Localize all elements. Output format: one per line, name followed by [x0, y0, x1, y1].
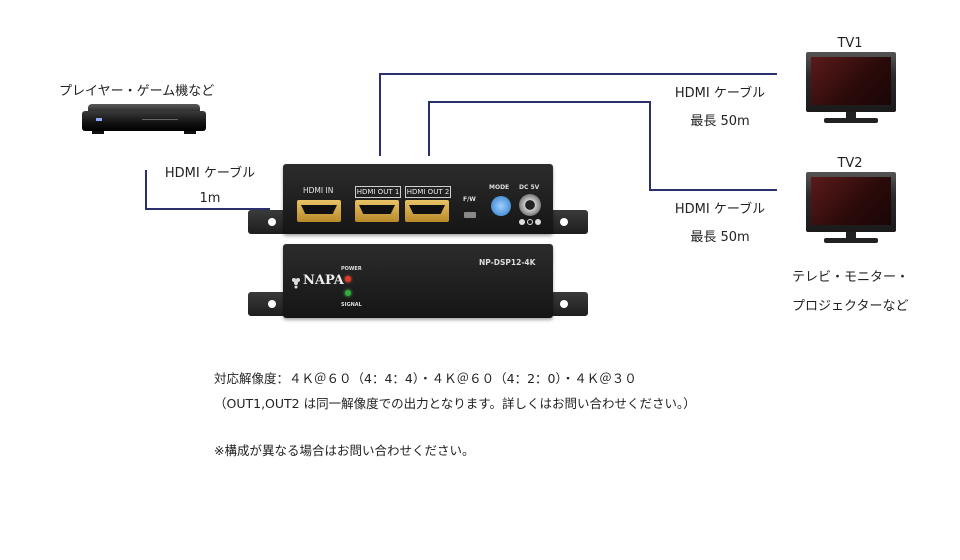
tv2-caption-line1: テレビ・モニター・: [792, 270, 910, 285]
player-foot-right: [184, 131, 196, 134]
flange-left-hole: [268, 218, 276, 226]
tv2-screen: [811, 177, 891, 225]
brand-logo: NAPA: [303, 273, 344, 288]
hdmi-out1-port-inner: [359, 205, 395, 214]
player-indicator: [96, 118, 102, 121]
device-back: HDMI IN HDMI OUT 1 HDMI OUT 2 F/W MODE D…: [248, 160, 588, 240]
player-slot: [142, 119, 178, 120]
hdmi-out1-tag: HDMI OUT 1: [355, 186, 401, 198]
device-front: NAPA POWER SIGNAL NP-DSP12-4K: [248, 240, 588, 320]
signal-label: SIGNAL: [341, 302, 362, 308]
note-resolution: 対応解像度：４Ｋ＠６０（4：4：4）・４Ｋ＠６０（4：2：0）・４Ｋ＠３０: [214, 371, 637, 386]
tv2-base: [824, 238, 878, 243]
player-device: [82, 104, 206, 140]
cable-out1-line1: HDMI ケーブル: [674, 86, 766, 101]
cable-out2-line1: HDMI ケーブル: [674, 202, 766, 217]
tv2-caption-line2: プロジェクターなど: [792, 299, 909, 314]
mode-label: MODE: [489, 184, 510, 191]
cable-out2-vertical-a: [428, 101, 430, 156]
front-flange-right-hole: [560, 300, 568, 308]
device-back-body: HDMI IN HDMI OUT 1 HDMI OUT 2 F/W MODE D…: [283, 164, 553, 234]
tv2-neck: [846, 232, 856, 238]
cable-out1-horizontal: [379, 73, 777, 75]
napa-logo-icon: [291, 274, 301, 289]
cable-in-line1: HDMI ケーブル: [164, 166, 256, 181]
tv1-screen: [811, 57, 891, 105]
cable-out2-horizontal-a: [428, 101, 650, 103]
cable-in-line2: 1m: [199, 191, 221, 206]
tv1-icon: [806, 52, 896, 128]
cable-out1-vertical: [379, 73, 381, 156]
model-label: NP-DSP12-4K: [479, 258, 536, 267]
hdmi-out2-port-inner: [409, 205, 445, 214]
cable-out2-horizontal-b: [649, 189, 777, 191]
fw-label: F/W: [463, 196, 476, 203]
player-body: [82, 111, 206, 131]
dc-label: DC 5V: [519, 184, 540, 191]
polarity-icon: [519, 219, 541, 225]
tv1-label: TV1: [837, 36, 863, 51]
cable-out2-label: HDMI ケーブル 最長 50m: [660, 198, 780, 245]
tv1-neck: [846, 112, 856, 118]
cable-out1-label: HDMI ケーブル 最長 50m: [660, 82, 780, 129]
fw-port: [464, 212, 476, 218]
player-foot-left: [92, 131, 104, 134]
power-label: POWER: [341, 266, 362, 272]
tv1-base: [824, 118, 878, 123]
note-same-resolution: （OUT1,OUT2 は同一解像度での出力となります。詳しくはお問い合わせくださ…: [214, 396, 696, 411]
tv2-label: TV2: [837, 156, 863, 171]
player-top: [88, 104, 200, 112]
signal-led: [345, 290, 351, 296]
front-flange-left-hole: [268, 300, 276, 308]
tv2-icon: [806, 172, 896, 248]
dc-jack: [519, 194, 541, 216]
cable-in-horizontal: [145, 208, 270, 210]
cable-out2-line2: 最長 50m: [690, 230, 750, 245]
hdmi-in-port-inner: [301, 205, 337, 214]
hdmi-in-label: HDMI IN: [303, 186, 334, 195]
flange-right-hole: [560, 218, 568, 226]
tv2-caption: テレビ・モニター・ プロジェクターなど: [792, 266, 909, 314]
cable-out2-vertical-b: [649, 101, 651, 190]
player-label: プレイヤー・ゲーム機など: [59, 84, 215, 99]
device-front-body: NAPA POWER SIGNAL NP-DSP12-4K: [283, 244, 553, 318]
cable-in-vertical: [145, 170, 147, 210]
note-contact: ※構成が異なる場合はお問い合わせください。: [214, 443, 475, 458]
cable-in-label: HDMI ケーブル 1m: [150, 162, 270, 206]
mode-dial: [491, 196, 511, 216]
hdmi-out2-tag: HDMI OUT 2: [405, 186, 451, 198]
power-led: [345, 276, 351, 282]
cable-out1-line2: 最長 50m: [690, 114, 750, 129]
